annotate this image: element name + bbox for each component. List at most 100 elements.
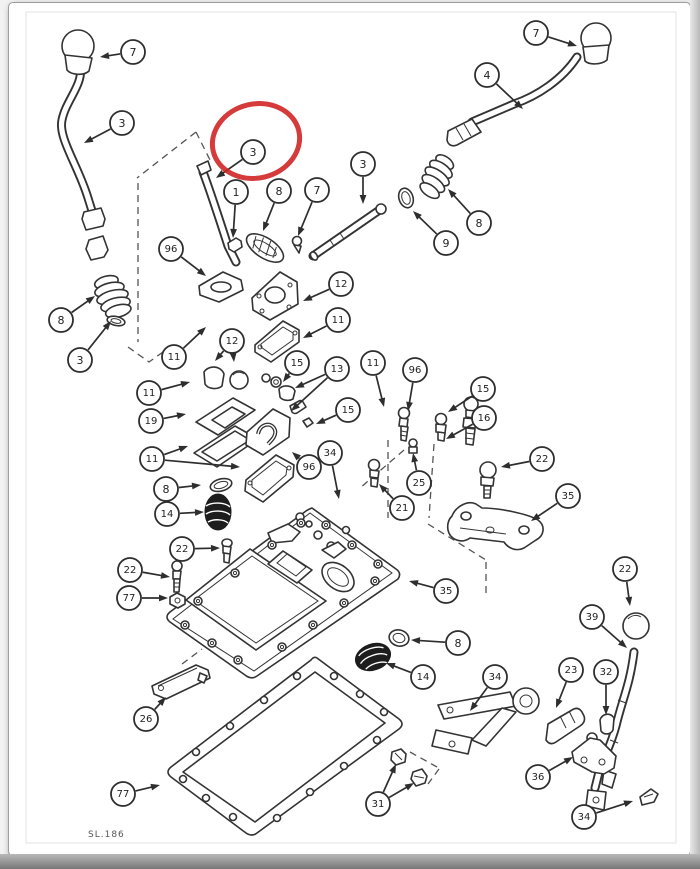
clip-31: [390, 748, 407, 766]
callout-number: 96: [303, 462, 316, 473]
callout-number: 13: [331, 364, 344, 375]
callout-number: 96: [409, 365, 422, 376]
callout-8: 8: [448, 189, 492, 236]
callout-circle: [296, 454, 322, 480]
callout-circle: [335, 397, 361, 423]
frame-edge-bottom: [0, 854, 700, 869]
callout-circle: [138, 408, 164, 434]
callout-circle: [325, 307, 351, 333]
callout-number: 15: [342, 405, 355, 416]
callout-circle: [158, 236, 184, 262]
callout-number: 77: [117, 789, 130, 800]
washer-15-a: [261, 373, 271, 383]
callout-3: 3: [84, 110, 135, 143]
callout-circle: [110, 781, 136, 807]
callout-circle: [161, 344, 187, 370]
callout-22: 22: [117, 557, 170, 583]
callout-11: 11: [303, 307, 351, 338]
slot-plate-96: [245, 408, 291, 456]
callout-number: 14: [161, 509, 174, 520]
callout-circle: [328, 271, 354, 297]
callout-36: 36: [525, 757, 573, 790]
callout-31: 31: [365, 764, 414, 817]
boot-spring-left: [93, 274, 132, 319]
callout-15: 15: [448, 376, 496, 412]
callout-number: 96: [165, 244, 178, 255]
callout-14: 14: [386, 663, 436, 690]
callout-12: 12: [215, 328, 245, 362]
callout-8: 8: [263, 178, 292, 231]
callout-number: 3: [119, 117, 126, 130]
callout-25: 25: [406, 453, 432, 496]
callout-14: 14: [154, 501, 204, 527]
callout-11: 11: [136, 380, 190, 406]
pin-96: [434, 412, 448, 442]
ring-15-b: [270, 376, 282, 388]
callout-number: 11: [367, 358, 380, 369]
callout-circle: [579, 604, 605, 630]
callout-77: 77: [110, 781, 160, 807]
inner-page-border: [25, 11, 677, 844]
callout-number: 14: [417, 672, 430, 683]
callout-12: 12: [303, 271, 354, 301]
callout-7: 7: [298, 177, 330, 236]
callout-circle: [410, 664, 436, 690]
gasket-bolt-holes: [178, 671, 389, 823]
cover-plate-96-upper: [198, 271, 244, 303]
callout-number: 8: [58, 314, 65, 327]
callout-96: 96: [402, 357, 428, 411]
callout-number: 22: [619, 564, 632, 575]
callout-circle: [324, 356, 350, 382]
callout-15: 15: [283, 350, 310, 382]
callout-circle: [169, 536, 195, 562]
callout-circle: [529, 446, 555, 472]
callout-circle: [402, 357, 428, 383]
callout-number: 26: [140, 714, 153, 725]
gasket-96-under: [244, 454, 295, 503]
pivot-bracket-36: [571, 732, 617, 775]
o-ring-8-mid: [209, 477, 233, 493]
callout-26: 26: [133, 697, 166, 732]
bumper-31: [410, 768, 428, 787]
callout-96: 96: [158, 236, 206, 276]
callout-circle: [317, 440, 343, 466]
callout-35: 35: [409, 578, 459, 604]
callout-number: 22: [124, 565, 137, 576]
nut-77: [169, 592, 186, 609]
washer-3: [106, 315, 126, 327]
frame-edge-right: [690, 0, 700, 869]
callout-8: 8: [153, 476, 201, 502]
callout-circle: [304, 177, 330, 203]
callout-number: 7: [130, 46, 137, 59]
callout-number: 16: [478, 413, 491, 424]
callout-number: 36: [532, 772, 545, 783]
callout-circle: [350, 151, 376, 177]
callout-4: 4: [474, 62, 523, 109]
callout-circle: [360, 350, 386, 376]
callout-circle: [471, 405, 497, 431]
callout-11: 11: [139, 445, 240, 472]
callout-circle: [571, 804, 597, 830]
callout-21: 21: [379, 484, 415, 521]
callout-circle: [223, 179, 249, 205]
callout-circle: [284, 350, 310, 376]
callout-circle: [445, 630, 471, 656]
callout-circle: [523, 20, 549, 46]
callout-number: 34: [324, 448, 337, 459]
callout-23: 23: [556, 657, 584, 708]
callout-19: 19: [138, 408, 186, 434]
callout-7: 7: [100, 39, 146, 65]
callout-circle: [558, 657, 584, 683]
callout-number: 34: [489, 672, 502, 683]
bolt-21: [367, 458, 381, 488]
callout-circle: [433, 230, 459, 256]
callout-circle: [109, 110, 135, 136]
bolt-22-a: [221, 538, 233, 564]
shifter-shaft-3: [308, 203, 387, 261]
callout-22: 22: [612, 556, 638, 606]
callout-circle: [153, 476, 179, 502]
callout-number: 15: [477, 384, 490, 395]
callout-number: 23: [565, 665, 578, 676]
